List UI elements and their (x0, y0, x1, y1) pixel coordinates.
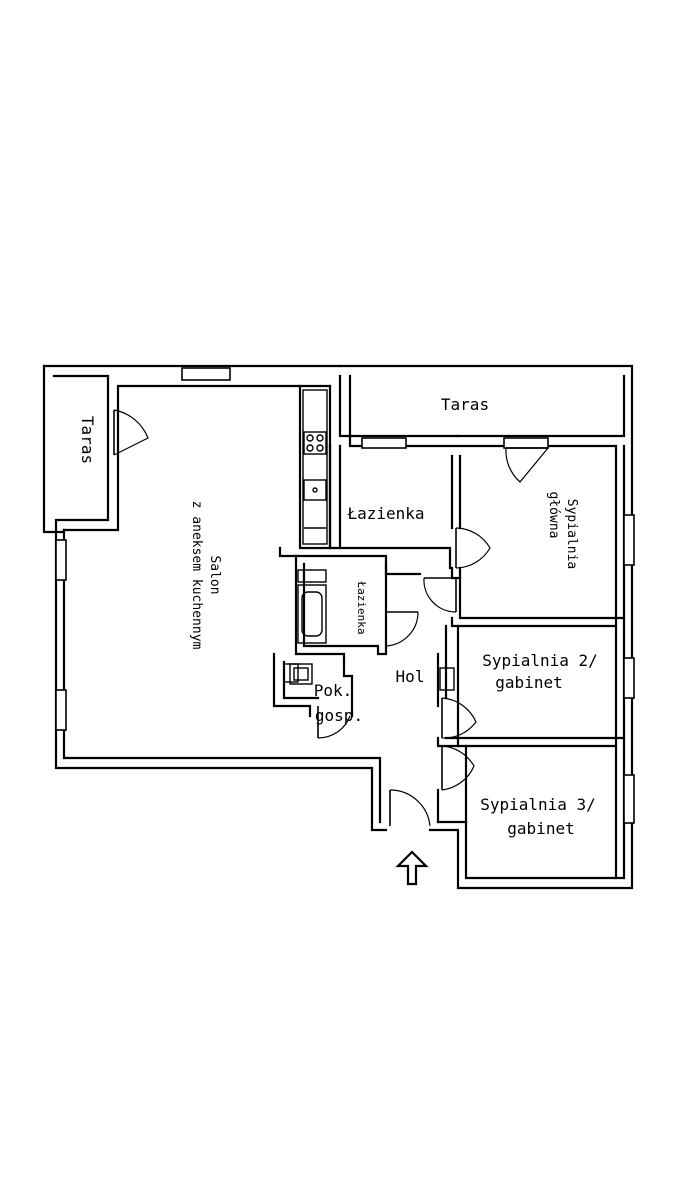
window-right-2 (623, 657, 635, 699)
door-terrace-top (505, 447, 549, 483)
label-terrace-left: Taras (78, 416, 97, 464)
sink-icon (303, 479, 327, 501)
label-living-2: z aneksem kuchennym (189, 501, 204, 650)
windows (55, 367, 635, 824)
door-bedroom-2 (441, 697, 477, 739)
interior-walls (272, 444, 626, 824)
label-bedroom-3-1: Sypialnia 3/ (480, 795, 596, 814)
window-right-3 (623, 774, 635, 824)
label-bedroom-2-2: gabinet (495, 673, 562, 692)
doors (113, 409, 549, 827)
room-labels: Taras Taras Salon z aneksem kuchennym Ła… (78, 395, 598, 838)
label-bathroom-main: Łazienka (346, 504, 424, 523)
boiler-icon (289, 663, 313, 685)
door-utility (317, 706, 351, 739)
door-terrace-left (113, 409, 149, 456)
outer-walls (42, 364, 634, 890)
label-living-1: Salon (207, 555, 222, 594)
hall-cabinet-icon (439, 667, 455, 691)
label-bedroom-3-2: gabinet (507, 819, 574, 838)
window-terrace-1 (361, 437, 407, 449)
label-terrace-top: Taras (441, 395, 489, 414)
label-bedroom-2-1: Sypialnia 2/ (482, 651, 598, 670)
door-bathroom-small (385, 611, 419, 647)
bathtub-icon (297, 584, 327, 644)
label-bathroom-small: Łazienka (355, 581, 368, 635)
window-left-2 (55, 689, 67, 731)
door-entrance (389, 789, 431, 827)
door-bedroom-3 (441, 745, 475, 791)
label-bedroom-main-1: Sypialnia (564, 499, 579, 569)
kitchen-counter (302, 389, 328, 545)
entrance-arrow-icon (395, 850, 429, 886)
kitchen-fixtures (302, 389, 328, 545)
label-bedroom-main-2: główna (546, 492, 561, 539)
label-utility-1: Pok. (314, 681, 353, 700)
stove-icon (303, 431, 327, 455)
label-hall: Hol (396, 667, 425, 686)
bathroom-fixtures (283, 569, 455, 691)
washer-icon (283, 663, 299, 683)
window-right-1 (623, 514, 635, 566)
window-top (181, 367, 231, 381)
door-bathroom (455, 527, 491, 569)
window-left-1 (55, 539, 67, 581)
window-terrace-2 (503, 437, 549, 449)
door-bedroom-main (423, 577, 457, 613)
label-utility-2: gosp. (315, 706, 363, 725)
